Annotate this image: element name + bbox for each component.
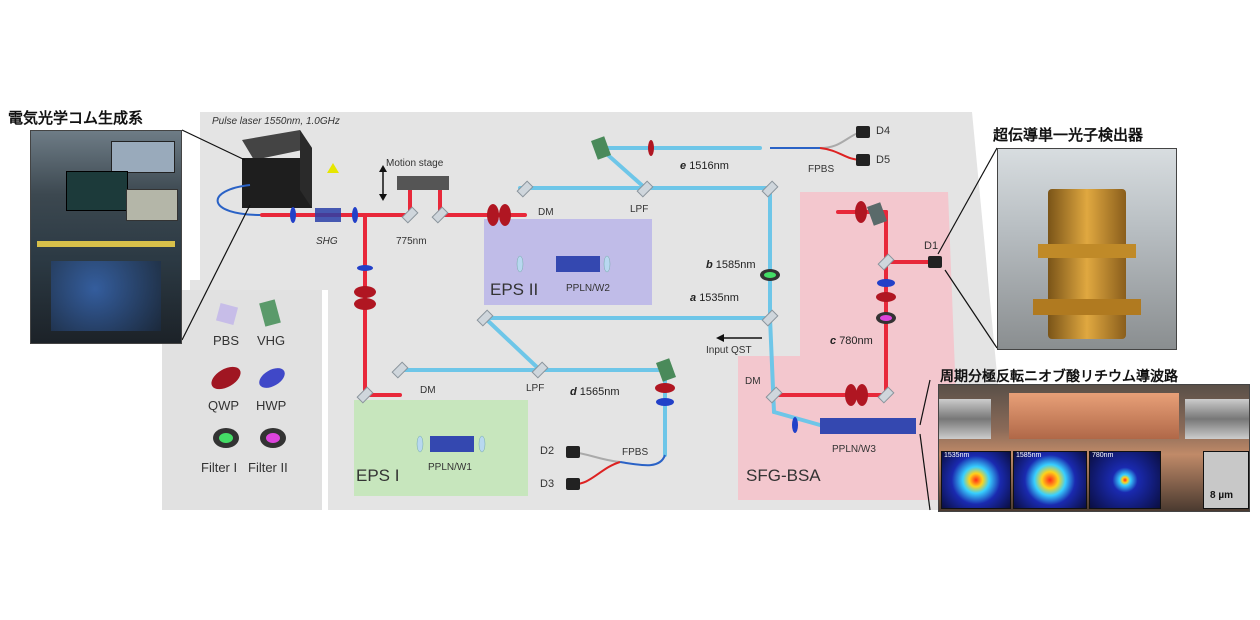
motion-stage-label: Motion stage [386, 158, 444, 169]
ir-beams [398, 146, 822, 457]
vhg-mid [656, 358, 676, 382]
pulse-laser [242, 130, 339, 208]
vhg-top [591, 136, 611, 160]
ppln-w1-chip [430, 436, 474, 452]
d1-label: D1 [924, 240, 939, 252]
detectors [566, 126, 942, 490]
mirrors [356, 180, 895, 404]
d5-label: D5 [876, 154, 891, 166]
dm-mid-label: DM [420, 385, 436, 396]
legend-icons [211, 299, 286, 448]
mode-label-1: 1535nm [944, 452, 970, 459]
mode-image-1 [941, 451, 1011, 509]
wl-e: e 1516nm [680, 160, 729, 172]
scale-label: 8 µm [1210, 490, 1233, 501]
legend-filter2: Filter II [248, 460, 288, 475]
hwp-icon [259, 368, 285, 388]
eps1-label: EPS I [356, 466, 400, 485]
vhg-icon [259, 299, 281, 327]
laser-label: Pulse laser 1550nm, 1.0GHz [212, 116, 340, 127]
legend-filter1: Filter I [201, 460, 238, 475]
callout-lines [181, 129, 998, 511]
wl-c: c 780nm [830, 335, 873, 347]
scale-box [1203, 451, 1249, 509]
input-qst-label: Input QST [706, 345, 752, 356]
ppln-w3-chip [820, 418, 916, 434]
filters [760, 269, 896, 324]
waveplates [290, 140, 896, 433]
d3-label: D3 [540, 478, 555, 490]
pbs-icon [215, 302, 239, 326]
ppln-w1-label: PPLN/W1 [428, 462, 472, 473]
sfg-label: SFG-BSA [746, 466, 821, 485]
comb-photo [30, 130, 182, 344]
detector-title: 超伝導単一光子検出器 [993, 126, 1144, 144]
wl-d: d 1565nm [570, 386, 620, 398]
pump-775-label: 775nm [396, 236, 427, 247]
mode-label-3: 780nm [1092, 452, 1114, 459]
legend-hwp: HWP [256, 398, 287, 413]
waveguide-photo [938, 384, 1250, 512]
wl-a: a 1535nm [690, 292, 739, 304]
dm-right-label: DM [745, 376, 761, 387]
fpbs-bottom-label: FPBS [622, 447, 649, 458]
motion-stage [397, 176, 449, 190]
legend-qwp: QWP [208, 398, 240, 413]
vhg-right [867, 202, 887, 226]
qwp-icon [211, 366, 241, 390]
mode-image-3 [1089, 451, 1161, 509]
lenses [416, 255, 611, 453]
d2-label: D2 [540, 445, 555, 457]
legend-vhg: VHG [257, 333, 286, 348]
d4-label: D4 [876, 125, 891, 137]
legend-pbs: PBS [213, 333, 240, 348]
eps2-label: EPS II [490, 280, 539, 299]
fpbs-top-label: FPBS [808, 164, 835, 175]
dm-top-label: DM [538, 207, 554, 218]
mode-label-2: 1585nm [1016, 452, 1042, 459]
mode-image-2 [1013, 451, 1087, 509]
lpf-top-label: LPF [630, 204, 649, 215]
comb-title: 電気光学コム生成系 [8, 109, 144, 127]
ppln-w2-chip [556, 256, 600, 272]
legend-panel [162, 290, 322, 510]
wl-b: b 1585nm [706, 259, 756, 271]
shg-label: SHG [316, 236, 338, 247]
ppln-w2-label: PPLN/W2 [566, 283, 610, 294]
waveguide-title: 周期分極反転ニオブ酸リチウム導波路 [940, 369, 1178, 385]
shg-crystal [315, 208, 341, 222]
detector-photo [997, 148, 1177, 350]
ppln-w3-label: PPLN/W3 [832, 444, 876, 455]
lpf-mid-label: LPF [526, 383, 545, 394]
